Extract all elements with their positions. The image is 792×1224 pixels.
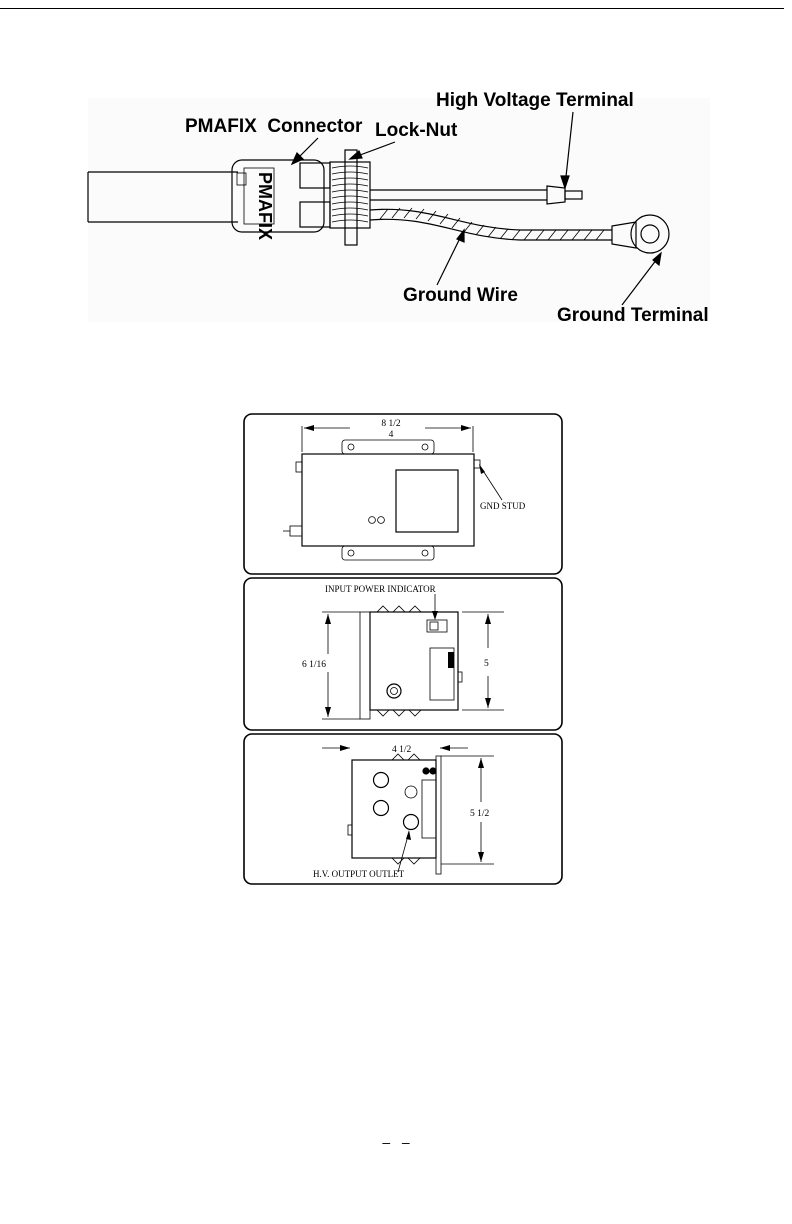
label-high-voltage-terminal: High Voltage Terminal (436, 90, 634, 111)
page-number-marks: – – (382, 1134, 409, 1150)
label-ground-terminal: Ground Terminal (557, 305, 709, 326)
label-ground-wire: Ground Wire (403, 285, 518, 306)
hv-output-outlet-label: H.V. OUTPUT OUTLET (313, 869, 405, 879)
side-dim-left: 6 1/16 (302, 660, 326, 670)
end-view-panel: 4 1/2 5 1/2 H.V. OUTPUT OUTLET (244, 734, 562, 884)
end-dim-right: 5 1/2 (470, 809, 490, 819)
top-view-panel: 8 1/2 4 GND STUD (244, 414, 562, 574)
connector-diagram: PMAFIX (88, 90, 710, 326)
gnd-stud-label: GND STUD (480, 501, 526, 511)
end-dim-top: 4 1/2 (392, 745, 412, 755)
pmafix-body-text: PMAFIX (255, 172, 275, 240)
label-lock-nut: Lock-Nut (375, 120, 458, 141)
input-power-indicator-label: INPUT POWER INDICATOR (325, 584, 436, 594)
side-dim-right: 5 (484, 659, 489, 669)
top-dim-inner: 4 (389, 430, 394, 440)
side-view-panel: INPUT POWER INDICATOR 6 1/16 5 (244, 578, 562, 730)
top-dim-outer: 8 1/2 (381, 419, 401, 429)
label-pmafix-connector: PMAFIX Connector (185, 116, 363, 137)
